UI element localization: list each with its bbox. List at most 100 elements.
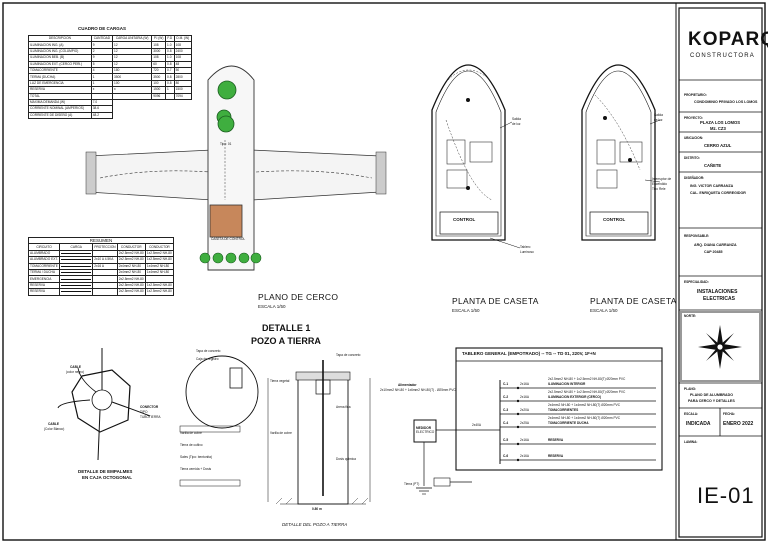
circuit-breaker: 2x16A: [520, 454, 530, 458]
tb-propietario: CONDOMINIO PRIVADO LOS LOMOS: [694, 100, 758, 104]
summary-cell: [59, 262, 94, 270]
summary-cell: [59, 268, 94, 277]
table-row: CORRIENTE NOMINAL (AMPERIOS)38.6: [28, 105, 192, 113]
tb-fecha: ENERO 2022: [723, 421, 754, 427]
pozo-note-left: Varilla de cobre: [180, 431, 202, 435]
caseta-right-note1b: de luz: [654, 118, 663, 122]
circuit-cable: 2x4mm2 NH-80 + 1x4mm2 NH-80(T) Ø20mm PVC: [548, 403, 621, 407]
summary-cell: [92, 281, 118, 290]
pozo-note-left: Tapa de concreto: [196, 349, 221, 353]
loads-total-dm: 7094: [173, 92, 193, 100]
tb-escala-label: ESCALA:: [684, 412, 699, 416]
loads-cell: 50: [173, 66, 193, 75]
pozo-note-left: Tierra de cultivo: [180, 443, 203, 447]
loads-cell: 60: [151, 60, 167, 68]
circuit-cable: 2x2.5mm2 NH-80 + 1x2.5mm2 NH-80(T) Ø20mm…: [548, 390, 626, 394]
summary-cell: 1x4mm2 NH-80: [144, 262, 175, 270]
circuit-description: RESERVA: [548, 438, 564, 442]
caseta-left-scale: ESCALA 1/50: [452, 308, 480, 313]
circuit-description: ILUMINACION INTERIOR: [548, 382, 586, 386]
tb-plano-2: PARA CERCO Y DETALLES: [688, 399, 735, 403]
circuit-id: C-6: [503, 454, 509, 458]
summary-cell: TERMA / DUCHA: [27, 268, 61, 277]
panel-feed-detail: 2x10mm2 NH-80 + 1x6mm2 NH-80(T) - Ø25mm …: [380, 388, 456, 392]
junction-cable1: CABLE: [70, 365, 81, 369]
junction-title-1: DETALLE DE EMPALMES: [78, 469, 133, 474]
summary-cell: [92, 288, 118, 296]
summary-cell: 1x2.5mm2 NH-80: [144, 256, 175, 264]
loads-cell: 1: [90, 73, 114, 81]
caseta-right-scale: ESCALA 1/50: [590, 308, 618, 313]
circuit-breaker: 2x16A: [520, 395, 530, 399]
circuit-id: C-1: [503, 382, 509, 386]
junction-cable2c: TUBOTIERRA: [140, 415, 161, 419]
loads-cell: 1500: [173, 86, 193, 94]
tb-responsable-1: ARQ. DIANA CARRANZA: [694, 243, 737, 247]
pozo-dimension: 0.80 m: [312, 507, 322, 511]
caseta-right-drawing: [581, 64, 661, 241]
fence-plan-scale: ESCALA 1/50: [258, 304, 286, 309]
caseta-left-note2b: Luminoso: [520, 250, 534, 254]
loads-cell: [165, 92, 175, 100]
junction-cable2b: TIPO: [140, 410, 148, 414]
tb-ubicacion: CERRO AZUL: [704, 143, 732, 148]
summary-cell: [92, 268, 118, 277]
tb-disenador-2: CAL. ENRIQUETA CORREGIDOR: [690, 191, 746, 195]
loads-cell: 100: [151, 79, 167, 88]
circuit-breaker: 2x16A: [520, 382, 530, 386]
junction-cable3b: (Color Blanco): [44, 427, 65, 431]
loads-summary-value: 7.0: [90, 98, 114, 107]
table-row: CORRIENTE DE DISEÑO (A)48.2: [28, 111, 192, 120]
tb-disenador-1: ING. VICTOR CARRANZA: [690, 184, 734, 188]
pozo-note-right: Arena fina: [336, 405, 351, 409]
caseta-left-title: PLANTA DE CASETA: [452, 296, 539, 306]
loads-cell: [90, 92, 114, 100]
summary-cell: TOMACORRIENTE: [27, 262, 61, 270]
company-logo: KOPARQ: [688, 29, 768, 50]
summary-cell: 2x10 A 4.5KA: [92, 256, 118, 264]
loads-cell: [112, 92, 153, 100]
junction-title-2: EN CAJA OCTOGONAL: [82, 475, 133, 480]
circuit-description: TOMACORRIENTE DUCHA: [548, 421, 589, 425]
tb-proyecto-1: PLAZA LOS LOMOS: [700, 120, 741, 125]
circuit-id: C-4: [503, 421, 509, 425]
pozo-footer: DETALLE DEL POZO A TIERRA: [282, 522, 348, 527]
company-logo-sub: CONSTRUCTORA: [690, 53, 755, 59]
loads-summary-label: CORRIENTE NOMINAL (AMPERIOS): [28, 105, 92, 113]
summary-cell: [59, 281, 94, 290]
loads-cell: ILUMINACION EXT. (CERCO PERI.): [28, 60, 92, 68]
summary-cell: [59, 275, 94, 283]
caseta-right-control: CONTROL: [603, 217, 626, 222]
summary-cell: 2x2.5mm2 NH-80: [116, 275, 146, 283]
tb-norte-label: NORTE:: [684, 314, 697, 318]
summary-cell: 2x2.5mm2 NH-80: [116, 249, 146, 258]
tb-lamina: IE-01: [697, 483, 755, 508]
caseta-left-note1: Salida: [512, 117, 521, 121]
panel-meter-label: MEDIDOR: [416, 426, 432, 430]
summary-cell: 2x2.5mm2 NH-80: [116, 256, 146, 264]
loads-cell: 3500: [151, 73, 167, 81]
pozo-tierra-drawing: [179, 355, 371, 505]
circuit-description: RESERVA: [548, 454, 564, 458]
summary-cell: [59, 249, 94, 258]
loads-summary-label: CORRIENTE DE DISEÑO (A): [28, 111, 92, 120]
pozo-title-1: DETALLE 1: [262, 323, 311, 333]
caseta-right-note2c: Tipo Rele: [652, 187, 666, 191]
north-arrow-icon: [698, 325, 742, 369]
summary-cell: 1x4mm2 NH-80: [144, 268, 175, 277]
summary-header-cell: PROTECCION: [92, 243, 118, 251]
tb-distrito: CAÑETE: [704, 163, 722, 168]
panel-feed-label: Alimentador: [398, 383, 417, 387]
loads-cell: 12: [112, 60, 153, 68]
loads-cell: 3500: [112, 73, 153, 81]
junction-box-drawing: [57, 348, 151, 461]
caseta-right-note1: Salida: [654, 113, 663, 117]
loads-cell: 2800: [173, 73, 193, 81]
circuit-breaker: 2x25A: [520, 421, 530, 425]
